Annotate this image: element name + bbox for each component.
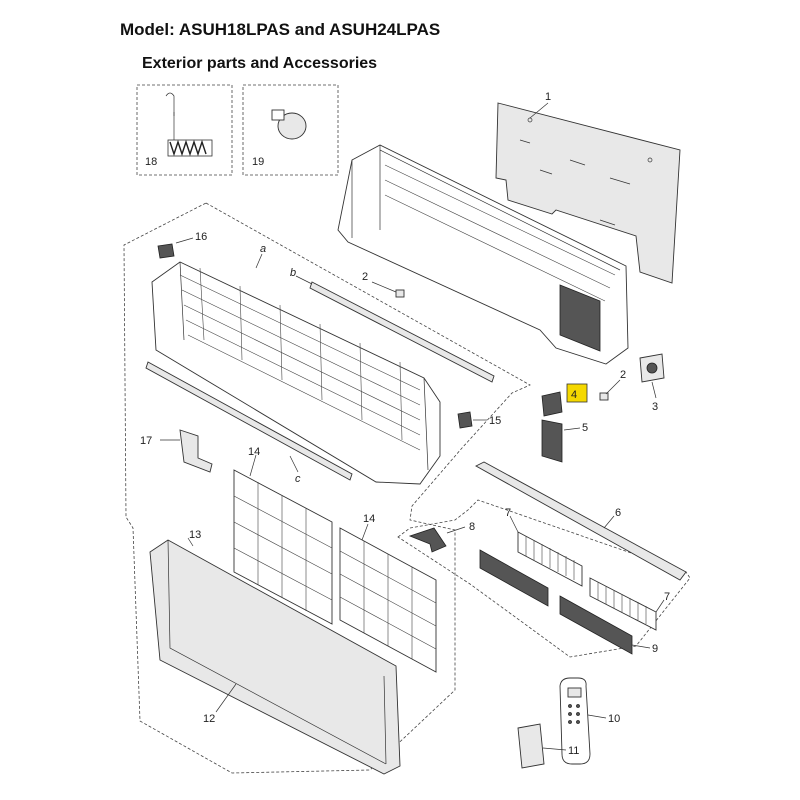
sensor-part-4 xyxy=(541,391,563,417)
callout-a: a xyxy=(260,243,266,255)
callout-16: 16 xyxy=(195,231,207,243)
accessory-box-18: 18 xyxy=(136,84,233,176)
remote-control-part-10 xyxy=(559,677,591,765)
callout-2b: 2 xyxy=(620,369,626,381)
clip-part-16 xyxy=(157,243,175,259)
diagram-subtitle: Exterior parts and Accessories xyxy=(142,55,378,72)
outlet-grille-part-9 xyxy=(479,549,633,655)
callout-6: 6 xyxy=(615,507,621,519)
callout-5: 5 xyxy=(582,422,588,434)
screw-part-2b xyxy=(599,392,609,401)
callout-17: 17 xyxy=(140,435,152,447)
vane-set-part-7a xyxy=(517,531,583,587)
bottom-strip-part-c xyxy=(145,361,353,481)
top-strip-part-b xyxy=(309,281,495,383)
callout-19: 19 xyxy=(252,156,264,168)
callout-7b: 7 xyxy=(664,591,670,603)
callout-b: b xyxy=(290,267,296,279)
callout-4: 4 xyxy=(571,389,577,401)
vane-set-part-7b xyxy=(589,577,657,631)
knob-part-19 xyxy=(271,109,307,140)
louver-part-6 xyxy=(475,461,687,581)
accessory-box-19: 19 xyxy=(242,84,339,176)
callout-12: 12 xyxy=(203,713,215,725)
cover-part-5 xyxy=(541,419,563,463)
callout-1: 1 xyxy=(545,91,551,103)
callout-10: 10 xyxy=(608,713,620,725)
indoor-unit-chassis xyxy=(337,144,629,365)
callout-8: 8 xyxy=(469,521,475,533)
bracket-part-17 xyxy=(179,429,213,473)
callout-7a: 7 xyxy=(505,507,511,519)
bracket-part-8 xyxy=(408,527,447,553)
callout-13: 13 xyxy=(189,529,201,541)
callout-c: c xyxy=(295,473,301,485)
mounting-plate-part-1 xyxy=(495,102,681,284)
air-filter-part-14b xyxy=(339,527,437,673)
screw-part-2a xyxy=(395,289,405,298)
callout-14b: 14 xyxy=(363,513,375,525)
air-filter-part-14a xyxy=(233,469,333,625)
clip-part-15 xyxy=(457,411,473,429)
louver-group-outline xyxy=(397,499,691,658)
callout-15: 15 xyxy=(489,415,501,427)
callout-3: 3 xyxy=(652,401,658,413)
front-panel-part-12-13 xyxy=(149,539,401,775)
callout-9: 9 xyxy=(652,643,658,655)
callout-2a: 2 xyxy=(362,271,368,283)
diagram-title: Model: ASUH18LPAS and ASUH24LPAS xyxy=(120,20,441,39)
spring-part-18 xyxy=(167,139,213,157)
callout-18: 18 xyxy=(145,156,157,168)
remote-holder-part-11 xyxy=(517,723,545,769)
callout-4-highlight xyxy=(566,383,588,403)
pipe-cover-part-3 xyxy=(639,353,665,383)
callout-11: 11 xyxy=(568,745,579,757)
callout-14a: 14 xyxy=(248,446,260,458)
front-assembly-outline xyxy=(123,202,531,774)
front-frame-assembly xyxy=(151,261,441,485)
